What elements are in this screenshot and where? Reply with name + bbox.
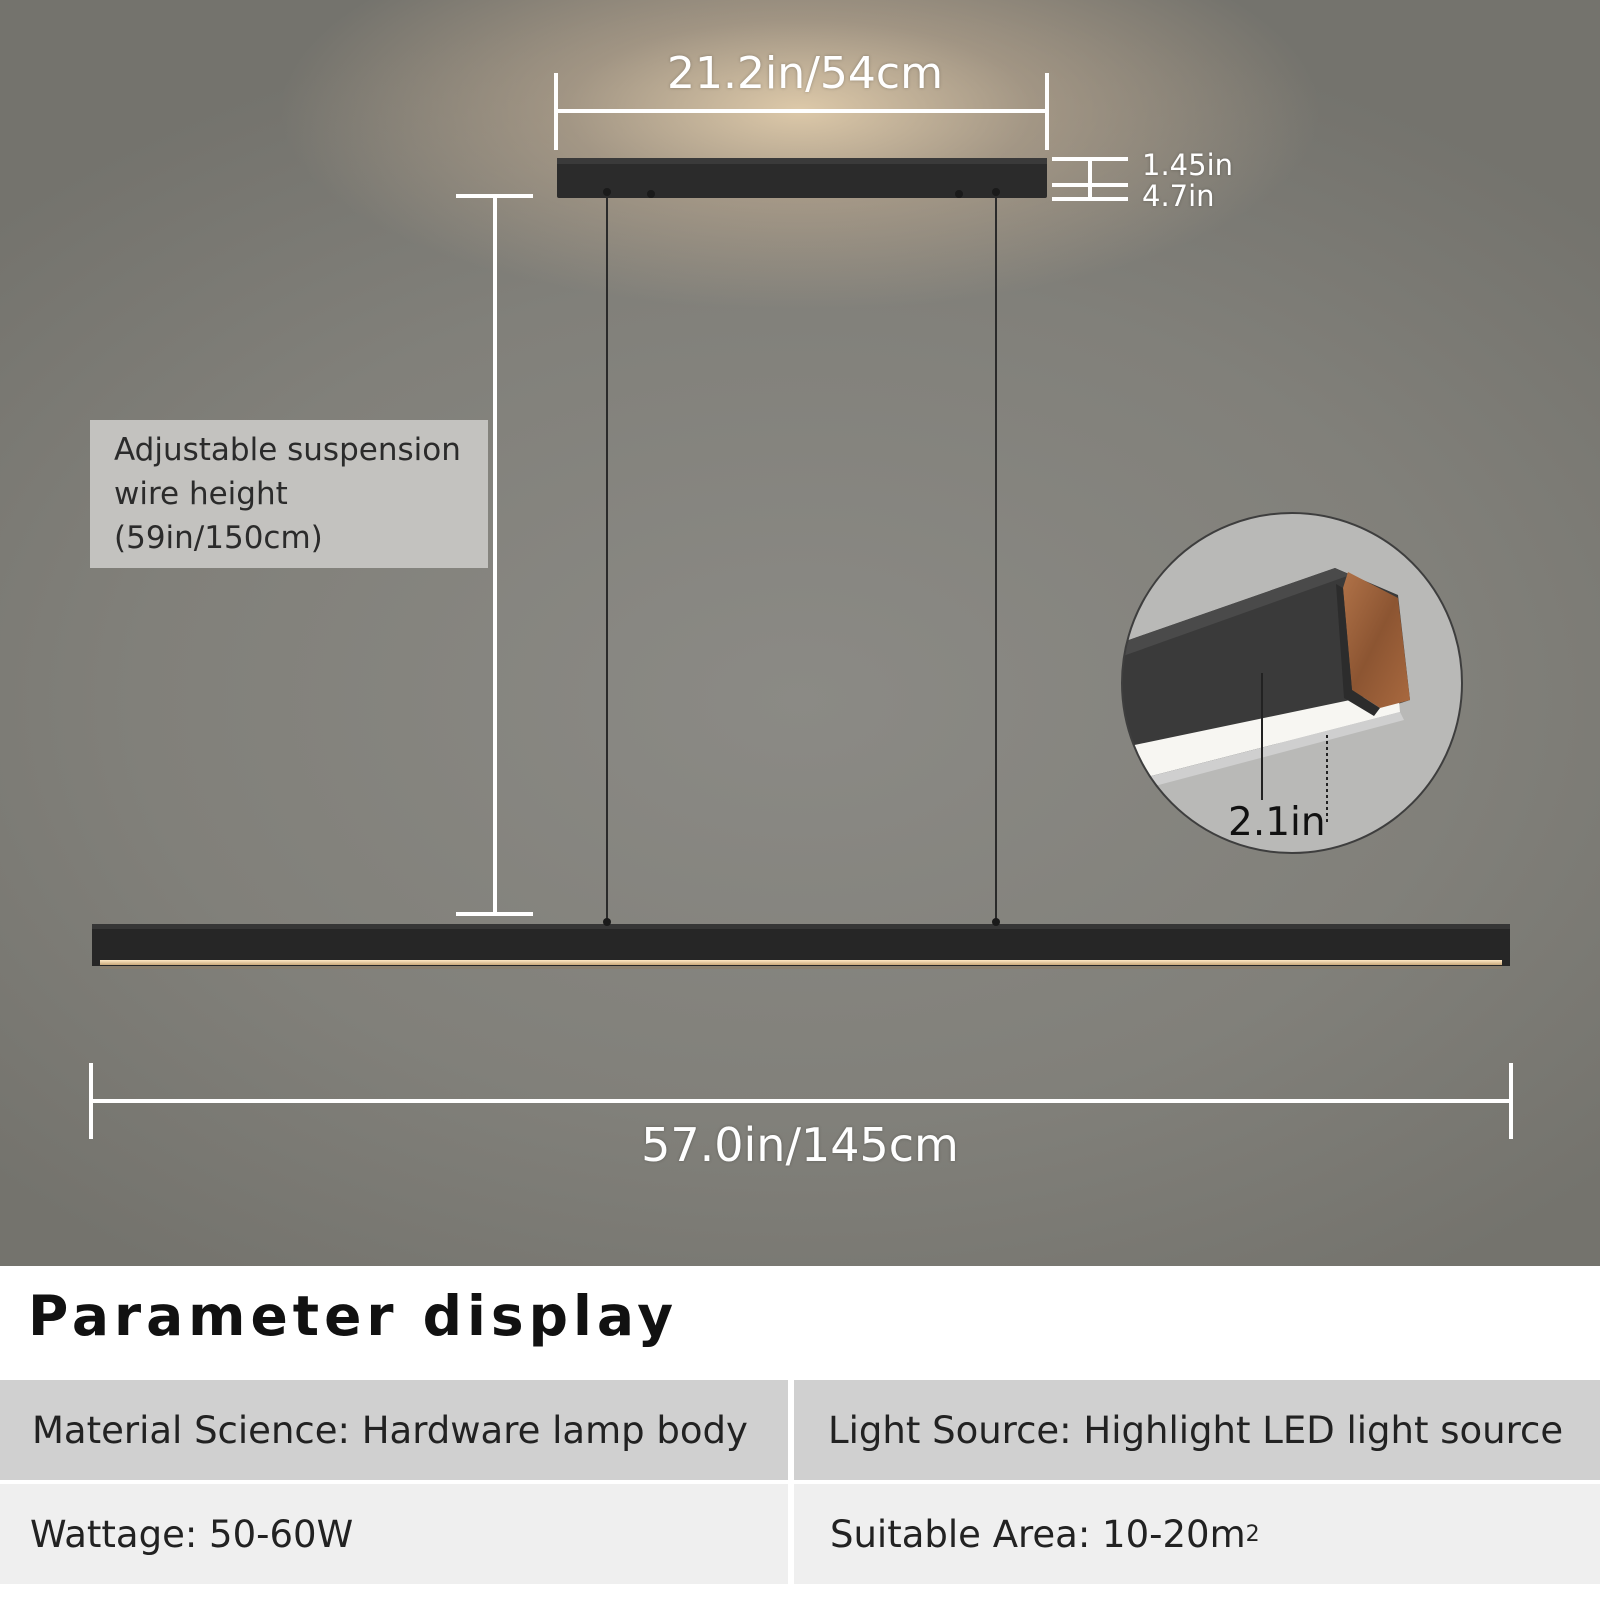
suspension-height-dimension: [456, 194, 533, 916]
lamp-illustration: [89, 73, 1513, 1139]
suspension-note-line-1: Adjustable suspension: [114, 432, 461, 468]
param-light-source-text: Light Source: Highlight LED light source: [828, 1408, 1564, 1452]
param-wattage-text: Wattage: 50-60W: [30, 1512, 354, 1556]
param-area-superscript: 2: [1245, 1521, 1260, 1547]
param-wattage: Wattage: 50-60W: [0, 1484, 788, 1584]
canopy-height-label-1: 1.45in: [1142, 148, 1234, 182]
suspension-note: Adjustable suspension wire height (59in/…: [90, 420, 488, 568]
param-light-source: Light Source: Highlight LED light source: [794, 1380, 1600, 1480]
bar-length-label: 57.0in/145cm: [641, 1118, 959, 1172]
suspension-note-line-3: (59in/150cm): [114, 520, 323, 556]
suspension-note-line-2: wire height: [114, 476, 288, 512]
product-photo: 21.2in/54cm 1.45in 4.7in 57.0in/145cm 2.…: [0, 0, 1600, 1266]
section-height-label: 2.1in: [1228, 800, 1326, 845]
ceiling-canopy: [557, 158, 1047, 198]
parameter-title: Parameter display: [28, 1284, 679, 1348]
canopy-height-label-2: 4.7in: [1142, 179, 1215, 213]
canopy-height-dimension: [1052, 157, 1128, 201]
canopy-width-dimension: [554, 73, 1049, 150]
param-area-text: Suitable Area: 10-20m: [830, 1512, 1246, 1556]
bar-length-dimension: [89, 1063, 1513, 1139]
light-bar: [92, 918, 1510, 969]
param-material: Material Science: Hardware lamp body: [0, 1380, 788, 1480]
param-material-text: Material Science: Hardware lamp body: [32, 1408, 748, 1452]
canopy-width-label: 21.2in/54cm: [667, 48, 943, 99]
profile-detail-circle: [1121, 512, 1463, 854]
